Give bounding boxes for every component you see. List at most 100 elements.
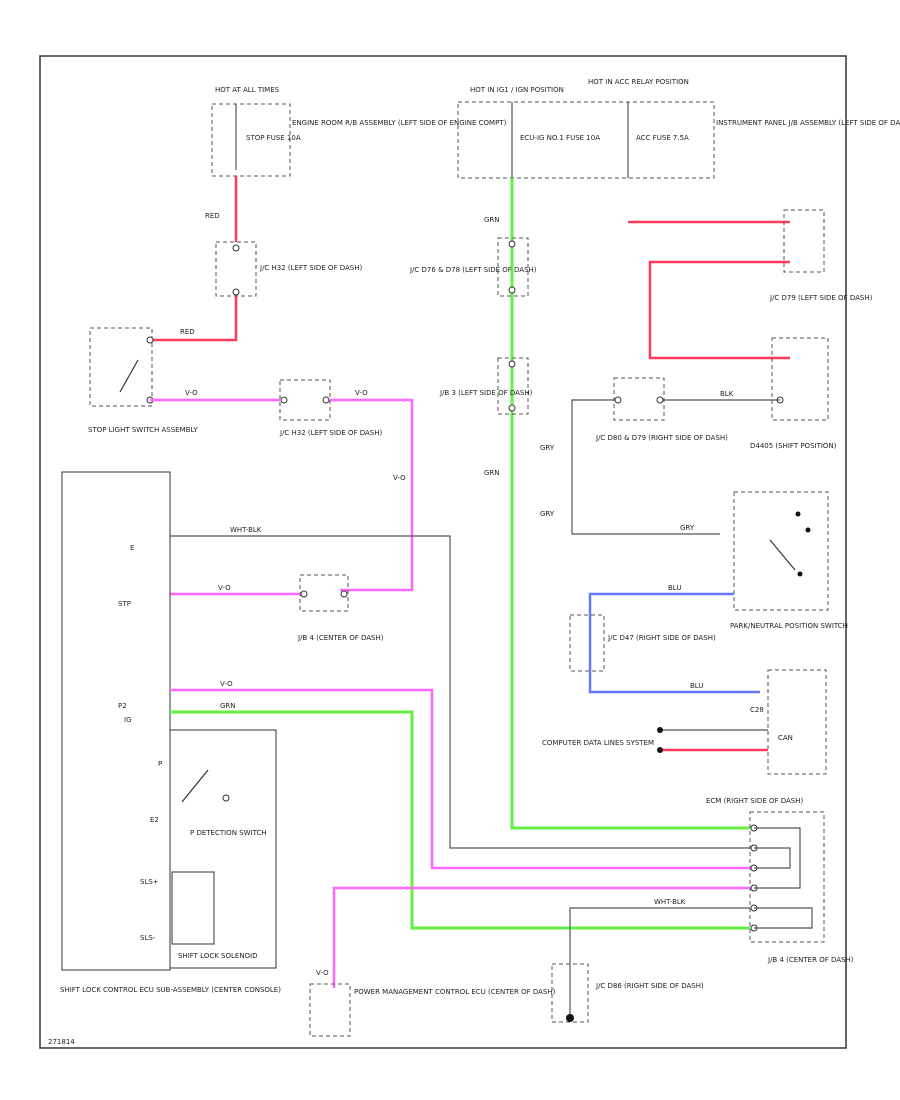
can-h-arrow bbox=[657, 727, 663, 733]
label-jc-d76: J/C D76 & D78 (LEFT SIDE OF DASH) bbox=[409, 266, 537, 274]
can-box bbox=[767, 669, 827, 775]
label-jb4-center: J/B 4 (CENTER OF DASH) bbox=[297, 634, 384, 642]
wire-label-vio-6: V-O bbox=[316, 969, 329, 977]
stop-light-pin-1 bbox=[146, 336, 154, 344]
label-shift-lock-ecu: SHIFT LOCK CONTROL ECU SUB-ASSEMBLY (CEN… bbox=[60, 986, 281, 994]
label-ip-jb: INSTRUMENT PANEL J/B ASSEMBLY (LEFT SIDE… bbox=[716, 119, 900, 127]
p-detection-box bbox=[169, 729, 277, 969]
shift-position-box bbox=[771, 337, 829, 421]
label-stop-fuse: STOP FUSE 10A bbox=[246, 134, 301, 142]
pin-p: P bbox=[158, 760, 162, 768]
wire-wht-blk-2 bbox=[569, 907, 750, 1018]
jb3-box bbox=[497, 357, 529, 415]
wire-label-grn-2: GRN bbox=[484, 469, 500, 477]
jc-d76-pin-2 bbox=[508, 286, 516, 294]
wire-wht-blk-1 bbox=[170, 535, 750, 849]
label-hot-acc: HOT IN ACC RELAY POSITION bbox=[588, 78, 689, 86]
wire-green-ig bbox=[170, 710, 750, 930]
label-footer-code: 271814 bbox=[48, 1038, 75, 1046]
pin-pz: P2 bbox=[118, 702, 127, 710]
pin-sls-m: SLS- bbox=[140, 934, 156, 942]
jb4-pin-2 bbox=[340, 590, 348, 598]
wire-label-red-1: RED bbox=[205, 212, 220, 220]
label-shift-pos: D4405 (SHIFT POSITION) bbox=[750, 442, 837, 450]
wire-label-blu-2: BLU bbox=[690, 682, 703, 690]
label-jc-h32-a: J/C H32 (LEFT SIDE OF DASH) bbox=[259, 264, 362, 272]
jc-d80-pin-1 bbox=[614, 396, 622, 404]
wire-label-wr-blk-1: WHT-BLK bbox=[230, 526, 262, 534]
label-jc-d79: J/C D79 (LEFT SIDE OF DASH) bbox=[769, 294, 873, 302]
label-jc-d86: J/C D86 (RIGHT SIDE OF DASH) bbox=[595, 982, 704, 990]
jb3-pin-1 bbox=[508, 360, 516, 368]
label-hot-alt: HOT AT ALL TIMES bbox=[215, 86, 280, 94]
wire-gry-1 bbox=[571, 399, 720, 535]
jc-d80-pin-2 bbox=[656, 396, 664, 404]
park-switch-dot-2 bbox=[805, 527, 811, 533]
pin-stp: STP bbox=[118, 600, 131, 608]
p-detection-pin bbox=[222, 794, 230, 802]
p-detection-switch-contact bbox=[181, 769, 209, 803]
wire-pink-p2 bbox=[170, 688, 750, 870]
park-switch-contact bbox=[769, 539, 796, 571]
ecm-internal-3 bbox=[754, 907, 813, 929]
label-ecm: ECM (RIGHT SIDE OF DASH) bbox=[706, 797, 803, 805]
wire-green-main bbox=[510, 178, 750, 830]
diagram-frame bbox=[39, 55, 847, 1049]
jc-h32-b-pin-1 bbox=[280, 396, 288, 404]
wire-red-2 bbox=[150, 296, 238, 342]
park-switch-dot-3 bbox=[797, 571, 803, 577]
wire-red-acc-2 bbox=[648, 260, 790, 360]
ecm-box bbox=[749, 811, 825, 943]
wire-label-grn-1: GRN bbox=[484, 216, 500, 224]
ecm-internal-2 bbox=[754, 847, 791, 869]
wire-label-grn-3: GRN bbox=[220, 702, 236, 710]
label-hot-ig1: HOT IN IG1 / IGN POSITION bbox=[470, 86, 564, 94]
label-park-sw: PARK/NEUTRAL POSITION SWITCH bbox=[730, 622, 848, 630]
label-jc-d80: J/C D80 & D79 (RIGHT SIDE OF DASH) bbox=[595, 434, 728, 442]
label-jb3: J/B 3 (LEFT SIDE OF DASH) bbox=[439, 389, 533, 397]
pm-ecu-box bbox=[309, 983, 351, 1037]
label-comp-data: COMPUTER DATA LINES SYSTEM bbox=[542, 739, 654, 747]
wire-label-gry-3: GRY bbox=[680, 524, 695, 532]
solenoid-coil bbox=[171, 871, 215, 945]
label-jc-d47: J/C D47 (RIGHT SIDE OF DASH) bbox=[607, 634, 716, 642]
wire-label-gry-1: GRY bbox=[540, 444, 555, 452]
jc-d76-pin-1 bbox=[508, 240, 516, 248]
pin-ig: IG bbox=[124, 716, 132, 724]
shift-lock-ecu-box bbox=[61, 471, 171, 971]
label-engine-room-rb: ENGINE ROOM R/B ASSEMBLY (LEFT SIDE OF E… bbox=[292, 119, 507, 127]
jc-h32-b-pin-2 bbox=[322, 396, 330, 404]
pin-e: E bbox=[130, 544, 134, 552]
park-switch-dot-1 bbox=[795, 511, 801, 517]
jb3-pin-2 bbox=[508, 404, 516, 412]
wire-label-vio-1: V-O bbox=[185, 389, 198, 397]
jc-d76-box bbox=[497, 237, 529, 297]
jc-d80-box bbox=[613, 377, 665, 421]
wire-label-red-2: RED bbox=[180, 328, 195, 336]
wire-label-blu-1: BLU bbox=[668, 584, 681, 592]
pin-c28: C28 bbox=[750, 706, 764, 714]
wire-label-wr-blk-2: WHT-BLK bbox=[654, 898, 686, 906]
wire-blue bbox=[588, 592, 760, 694]
label-acc-fuse: ACC FUSE 7.5A bbox=[636, 134, 689, 142]
ip-jb-box bbox=[457, 101, 715, 179]
ecm-internal-1 bbox=[754, 827, 801, 889]
ground-symbol bbox=[566, 1014, 574, 1022]
label-jc-h32-b: J/C H32 (LEFT SIDE OF DASH) bbox=[279, 429, 382, 437]
stop-light-switch-contact bbox=[119, 359, 139, 393]
label-jb4-b: J/B 4 (CENTER OF DASH) bbox=[767, 956, 854, 964]
jc-h32-a-pin-2 bbox=[232, 288, 240, 296]
stop-light-switch-box bbox=[89, 327, 153, 407]
wire-label-vio-2: V-O bbox=[355, 389, 368, 397]
wire-label-vio-5: V-O bbox=[220, 680, 233, 688]
pin-sls-p: SLS+ bbox=[140, 878, 159, 886]
can-l-arrow bbox=[657, 747, 663, 753]
wire-label-vio-3: V-O bbox=[393, 474, 406, 482]
wire-label-vio-4: V-O bbox=[218, 584, 231, 592]
label-pm-ecu: POWER MANAGEMENT CONTROL ECU (CENTER OF … bbox=[354, 988, 556, 996]
label-shift-lock-sol: SHIFT LOCK SOLENOID bbox=[178, 952, 258, 960]
label-ecu-ig-fuse: ECU-IG NO.1 FUSE 10A bbox=[520, 134, 600, 142]
acc-connector-box bbox=[783, 209, 825, 273]
jb4-pin-1 bbox=[300, 590, 308, 598]
